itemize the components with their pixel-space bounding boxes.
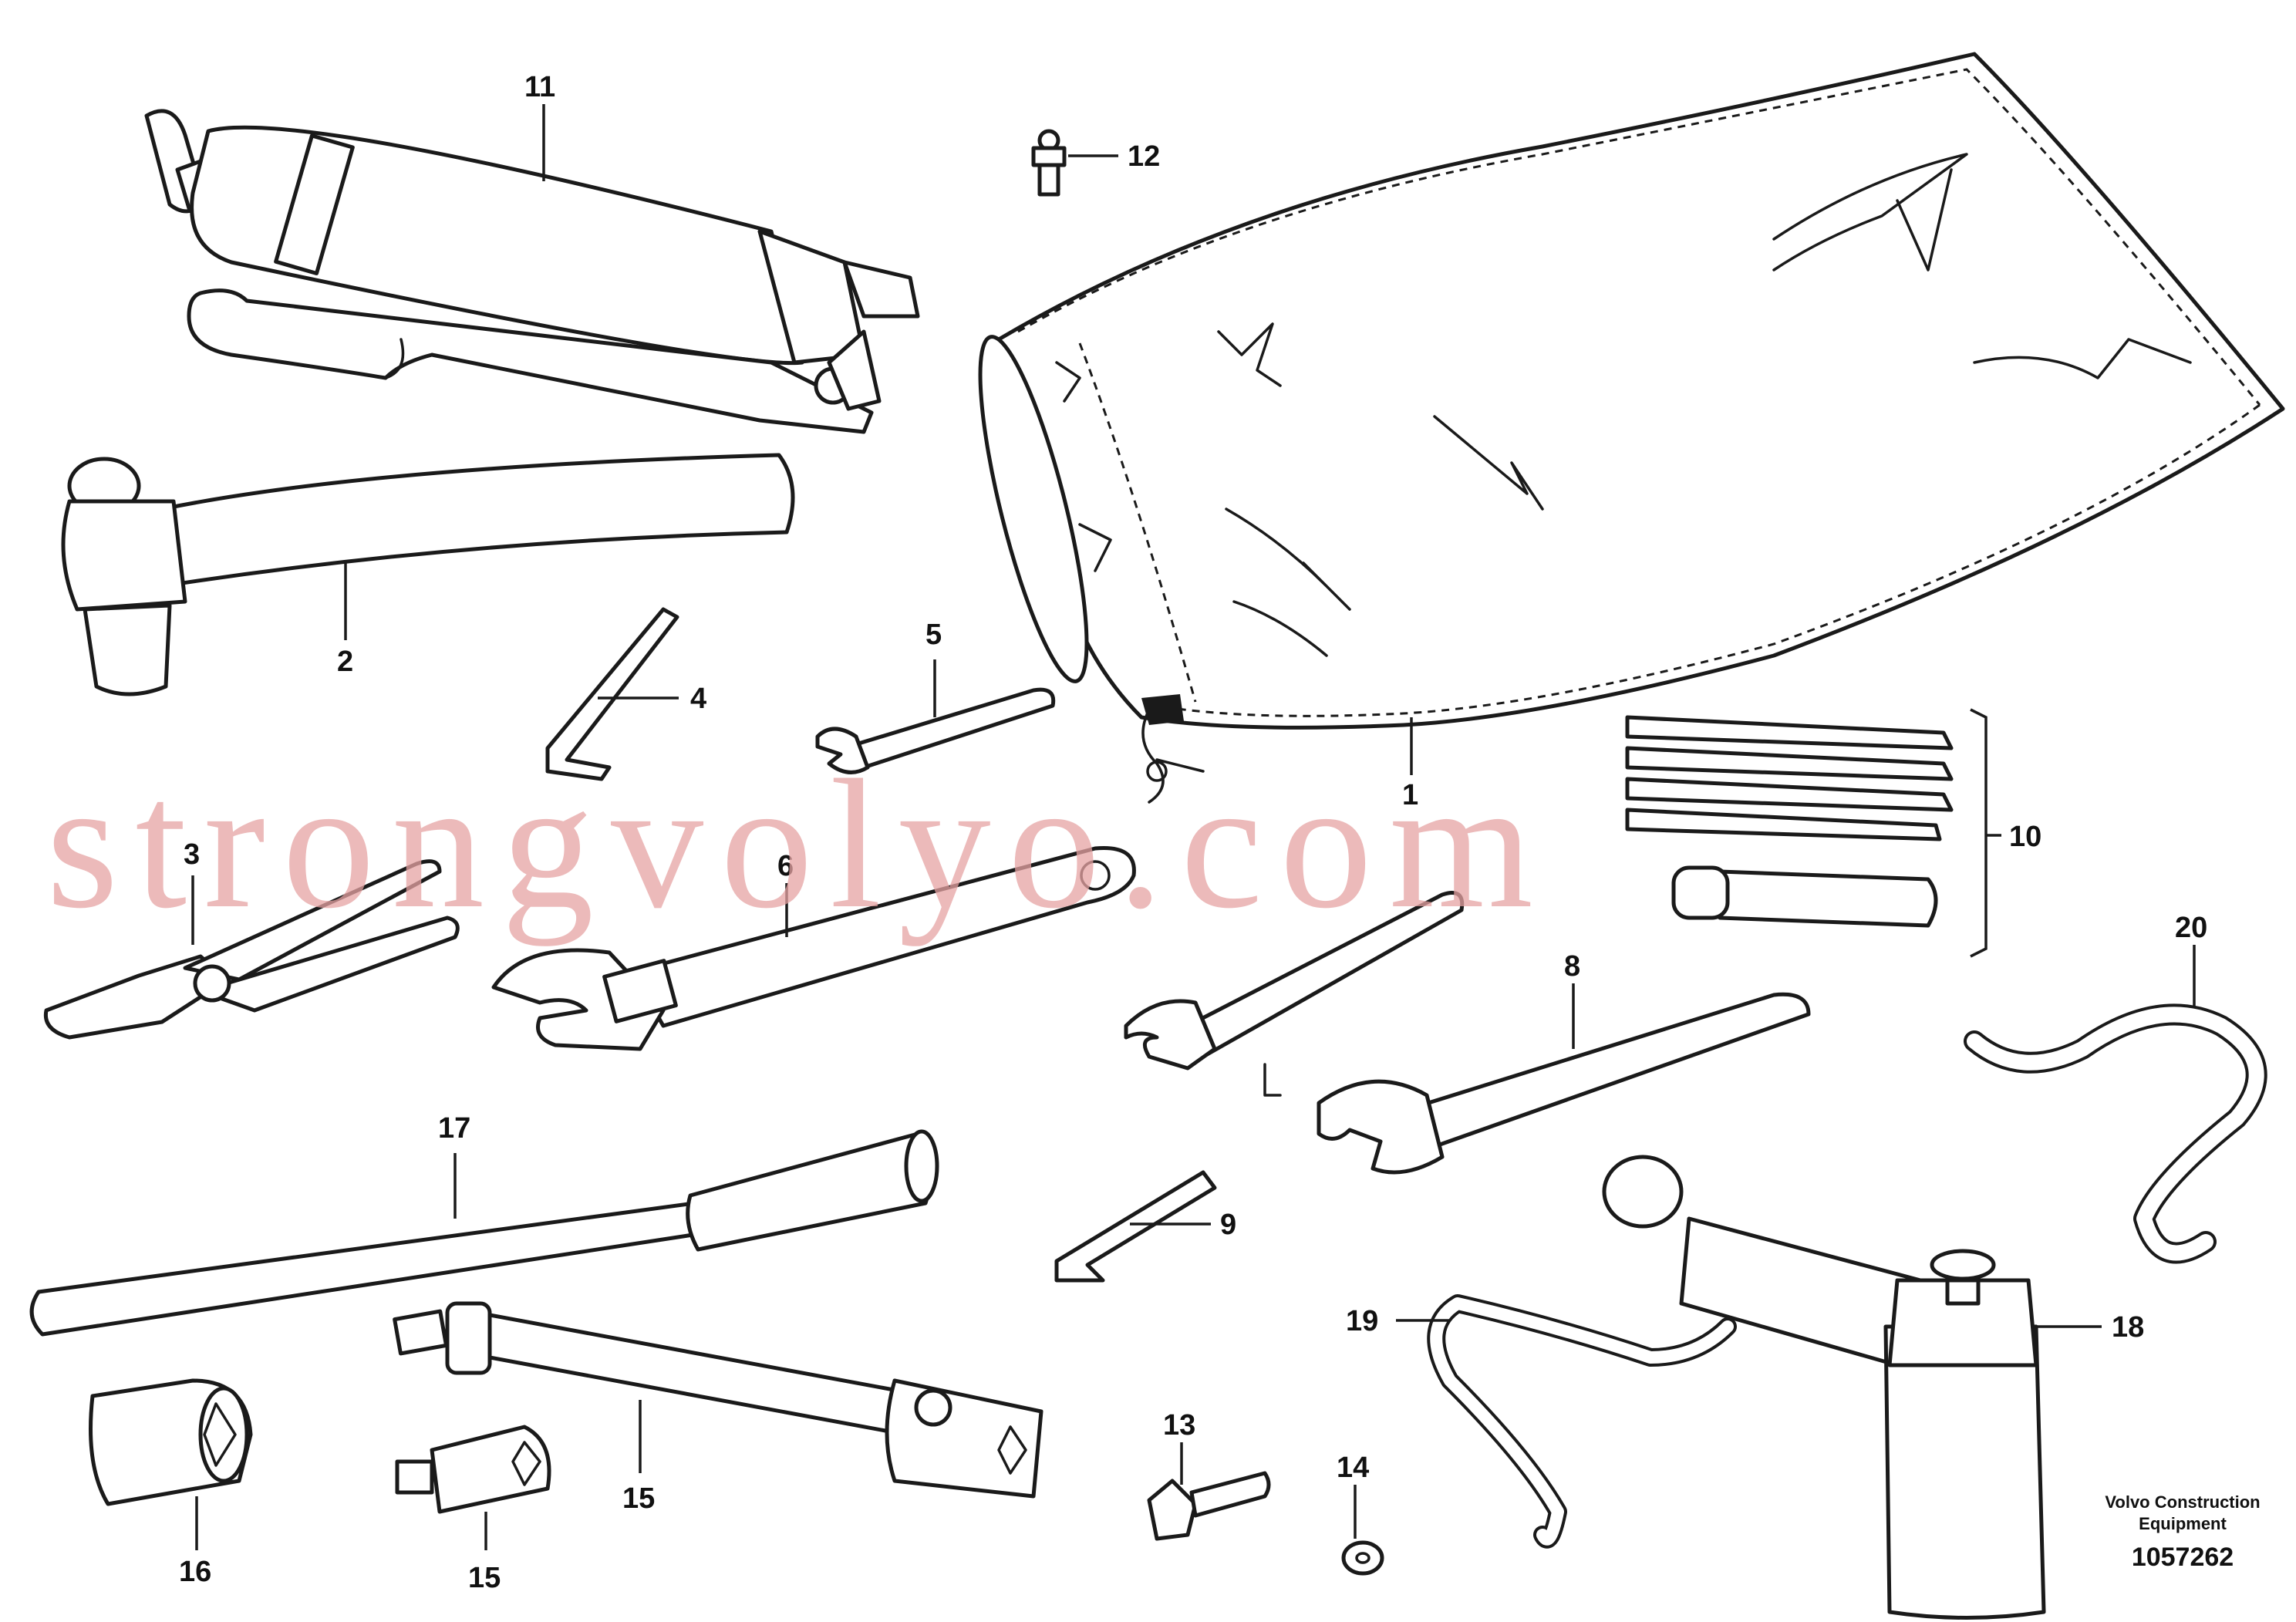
small-spanner-part <box>815 687 1056 774</box>
callout-10: 10 <box>2009 821 2041 853</box>
callout-11: 11 <box>524 71 555 103</box>
callout-12: 12 <box>1128 140 1160 173</box>
hex-key-small-part <box>1054 1170 1217 1283</box>
adjustable-wrench-small-part <box>1124 891 1465 1097</box>
tee-bar-part <box>393 1301 1043 1499</box>
callout-17: 17 <box>438 1112 470 1145</box>
watermark-text: strongvolyo.com <box>46 741 1550 946</box>
hammer-part <box>61 453 795 696</box>
tool-bag-part <box>978 52 2285 804</box>
callout-6: 6 <box>777 850 794 882</box>
grease-pump-part <box>1602 1155 2046 1620</box>
callout-8: 8 <box>1564 950 1580 983</box>
drawing-number: 1057262 <box>2132 1543 2234 1572</box>
callout-19: 19 <box>1346 1305 1378 1337</box>
hose-small-part <box>1427 1294 1737 1549</box>
manufacturer-line-1: Volvo Construction <box>2105 1492 2260 1512</box>
callout-20: 20 <box>2175 912 2207 944</box>
callout-16: 16 <box>179 1556 211 1588</box>
callout-14: 14 <box>1337 1452 1369 1484</box>
adapter-part <box>395 1425 551 1514</box>
hex-key-part <box>545 607 679 781</box>
callout-3: 3 <box>184 838 200 871</box>
callout-9: 9 <box>1220 1209 1236 1241</box>
open-end-spanner-part <box>1317 992 1811 1175</box>
pliers-part <box>43 859 460 1040</box>
grease-nipple-part <box>1031 129 1067 197</box>
callout-4: 4 <box>690 683 706 715</box>
washer-part <box>1341 1540 1384 1576</box>
extension-bar-part <box>29 1129 939 1337</box>
callout-13: 13 <box>1163 1409 1195 1442</box>
grease-gun-part <box>144 109 920 434</box>
callout-18: 18 <box>2112 1311 2144 1344</box>
callout-5: 5 <box>925 619 942 651</box>
callout-2: 2 <box>337 646 353 678</box>
socket-part <box>89 1378 253 1506</box>
manufacturer-line-2: Equipment <box>2139 1514 2227 1533</box>
callout-1: 1 <box>1402 779 1418 811</box>
adjustable-wrench-large-part <box>491 845 1136 1051</box>
screwdriver-set-part <box>1625 715 1954 928</box>
callout-15b: 15 <box>468 1562 501 1594</box>
hose-large-part <box>1964 1003 2267 1264</box>
bolt-part <box>1147 1471 1271 1541</box>
callout-15a: 15 <box>622 1482 655 1515</box>
